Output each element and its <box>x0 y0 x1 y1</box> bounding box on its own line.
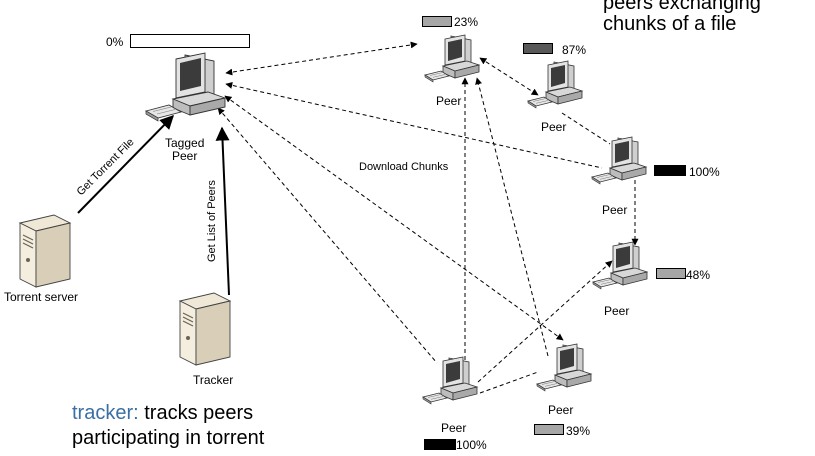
link-topright-rightmid <box>561 112 611 145</box>
progress-fill <box>524 44 552 53</box>
caption-accent-word: tracker: <box>72 402 139 424</box>
tagged-peer-computer-icon <box>145 52 226 122</box>
peer-bottom-right-computer-icon <box>536 343 592 392</box>
download-chunks-label: Download Chunks <box>359 161 449 173</box>
link-bottomleft-bottomright <box>479 371 539 394</box>
tracker-label: Tracker <box>193 373 234 387</box>
progress-fill <box>535 425 563 434</box>
get-peers-line <box>215 126 230 296</box>
peer-right-mid-progress-bar <box>654 165 686 176</box>
caption-line-1: tracker: tracks peers <box>72 401 253 426</box>
link-bottomright-top <box>475 77 549 357</box>
link-tagged-bottomleft <box>217 107 438 364</box>
caption-line-2: participating in torrent <box>72 427 265 449</box>
annotation-line-1: peers exchanging <box>603 0 761 14</box>
peer-top-progress-text: 23% <box>454 15 479 29</box>
link-bottomleft-rightlow <box>477 260 613 383</box>
connections <box>77 41 639 394</box>
peer-top-right-progress-bar <box>523 43 553 54</box>
get-torrent-file-label: Get Torrent File <box>75 136 137 198</box>
peer-right-mid-computer-icon <box>591 136 647 185</box>
peer-top-progress-bar <box>422 16 452 27</box>
progress-fill <box>425 440 455 449</box>
peer-right-mid-progress-text: 100% <box>689 165 720 179</box>
link-top-topright <box>479 57 539 96</box>
peer-bottom-right-progress-bar <box>534 424 564 435</box>
get-list-of-peers-label: Get List of Peers <box>206 180 218 262</box>
peer-bottom-right-progress-text: 39% <box>566 424 591 438</box>
peer-top-right-label: Peer <box>541 120 567 134</box>
peer-bottom-right-label: Peer <box>548 403 574 417</box>
peer-top-computer-icon <box>424 34 480 83</box>
peer-top-label: Peer <box>436 94 462 108</box>
peer-top-right-progress-text: 87% <box>562 43 587 57</box>
progress-fill <box>655 166 685 175</box>
peer-right-mid-label: Peer <box>602 203 628 217</box>
progress-fill <box>657 269 685 278</box>
caption-rest: tracks peers <box>138 402 254 424</box>
peer-top-right-computer-icon <box>527 60 583 109</box>
tagged-peer-label: Tagged Peer <box>165 136 205 163</box>
torrent-server-icon <box>19 214 71 288</box>
tagged-progress-text: 0% <box>106 35 124 49</box>
tagged-progress-bar <box>130 34 250 48</box>
torrent-server-label: Torrent server <box>4 290 79 304</box>
peer-right-low-progress-bar <box>656 268 686 279</box>
peer-bottom-left-progress-bar <box>424 439 456 450</box>
peer-bottom-left-label: Peer <box>441 421 467 435</box>
peer-bottom-left-computer-icon <box>422 356 478 405</box>
peer-bottom-left-progress-text: 100% <box>456 438 487 452</box>
peer-right-low-label: Peer <box>604 304 630 318</box>
link-tagged-top <box>225 41 418 76</box>
progress-fill <box>423 17 451 26</box>
get-torrent-line <box>77 114 174 214</box>
tracker-server-icon <box>179 292 231 366</box>
peer-right-low-computer-icon <box>592 241 648 290</box>
annotation-line-2: chunks of a file <box>603 13 737 35</box>
peer-right-low-progress-text: 48% <box>686 268 711 282</box>
